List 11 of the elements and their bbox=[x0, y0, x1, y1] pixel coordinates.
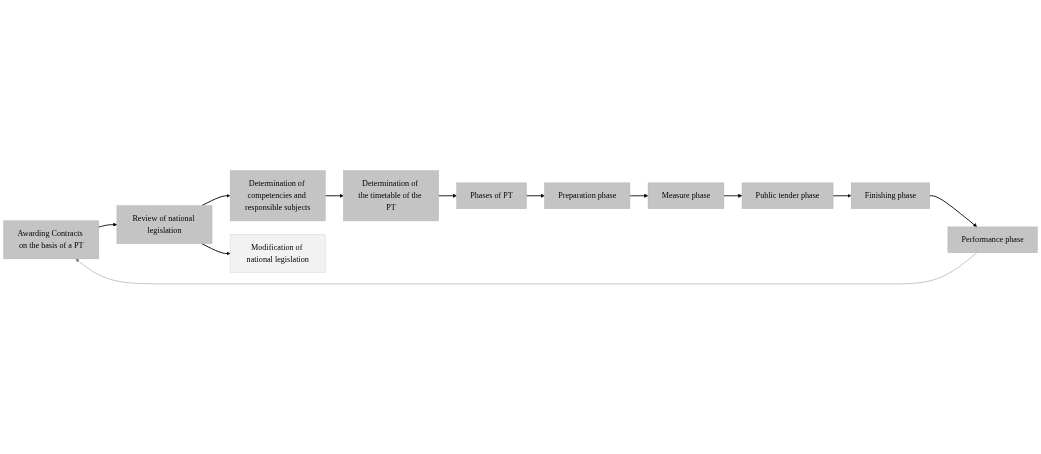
node-box: Phases of PT bbox=[456, 182, 527, 209]
node-box: Preparation phase bbox=[544, 182, 631, 209]
node-box: Awarding Contracts on the basis of a PT bbox=[3, 220, 99, 259]
node-box: Modification of national legislation bbox=[229, 234, 326, 273]
node-box: Finishing phase bbox=[850, 182, 930, 209]
node-box: Determination of the timetable of the PT bbox=[343, 170, 439, 221]
node-box: Measure phase bbox=[647, 182, 725, 209]
node-box: Determination of competencies and responsible subjects bbox=[229, 170, 326, 221]
node-box: Performance phase bbox=[947, 226, 1038, 253]
node-box: Review of national legislation bbox=[116, 205, 213, 244]
node-box: Public tender phase bbox=[741, 182, 834, 209]
